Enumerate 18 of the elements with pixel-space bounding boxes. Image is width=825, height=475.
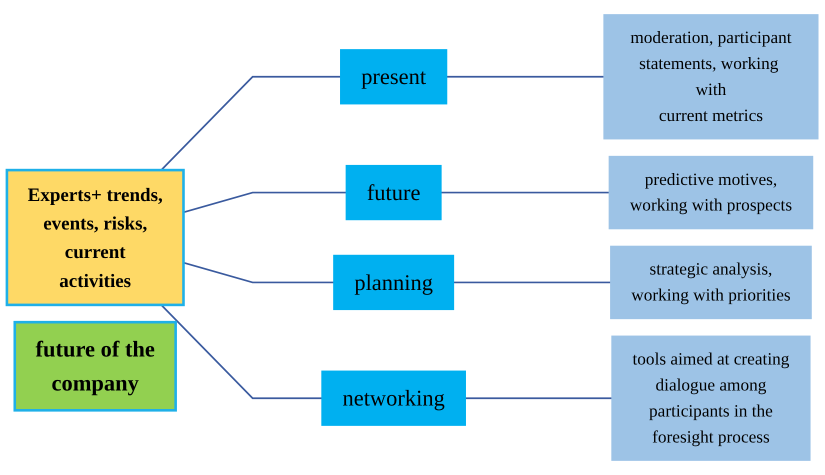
node-box: networking bbox=[321, 370, 466, 426]
node-box: future bbox=[346, 164, 442, 220]
node-box: Experts+ trends, events, risks, current activities bbox=[6, 168, 185, 306]
connector bbox=[454, 282, 611, 284]
connector bbox=[466, 397, 612, 400]
connector bbox=[183, 192, 346, 214]
node-box: predictive motives, working with prospects bbox=[608, 156, 814, 230]
connector bbox=[160, 76, 340, 171]
node-box: present bbox=[340, 49, 448, 104]
connector bbox=[446, 76, 604, 78]
node-box: planning bbox=[333, 254, 454, 310]
connector bbox=[441, 192, 610, 194]
connector bbox=[183, 262, 334, 284]
connector bbox=[160, 304, 322, 400]
node-box: strategic analysis, working with priorities bbox=[610, 246, 812, 320]
node-box: moderation, participant statements, working with current metrics bbox=[603, 14, 819, 140]
node-box: tools aimed at creating dialogue among participants in the foresight process bbox=[611, 336, 811, 461]
node-box: future of the company bbox=[13, 320, 177, 412]
